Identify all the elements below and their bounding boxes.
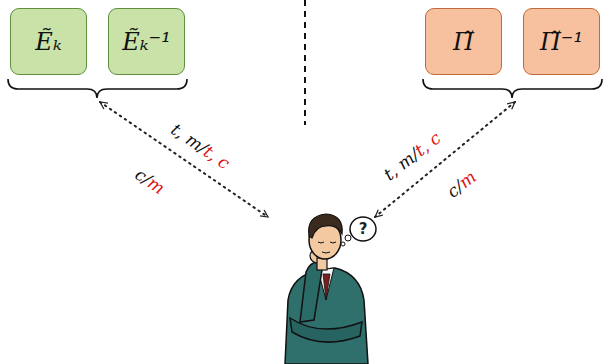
green-box: Ẽₖ⁻¹ — [108, 8, 185, 75]
dotted-arrow — [100, 102, 268, 217]
arrow-label: t, m/t, c — [380, 129, 443, 183]
question-mark: ? — [359, 220, 368, 238]
brace — [423, 79, 602, 98]
math-symbol: Π̃ — [453, 28, 474, 56]
orange-box: Π̃⁻¹ — [523, 8, 600, 75]
thinking-man — [285, 214, 376, 364]
thought-bubble — [350, 217, 376, 241]
arrow-label: c/m — [132, 165, 167, 197]
divider-line — [304, 0, 306, 125]
green-box: Ẽₖ — [10, 8, 87, 75]
math-symbol: Ẽₖ — [35, 28, 61, 56]
math-symbol: Ẽₖ⁻¹ — [122, 28, 171, 56]
math-symbol: Π̃⁻¹ — [540, 28, 583, 56]
arrow-label: t, m/t, c — [168, 120, 233, 172]
dotted-arrow — [375, 102, 515, 217]
brace — [8, 79, 187, 98]
orange-box: Π̃ — [425, 8, 502, 75]
arrow-label: c/m — [444, 168, 479, 201]
